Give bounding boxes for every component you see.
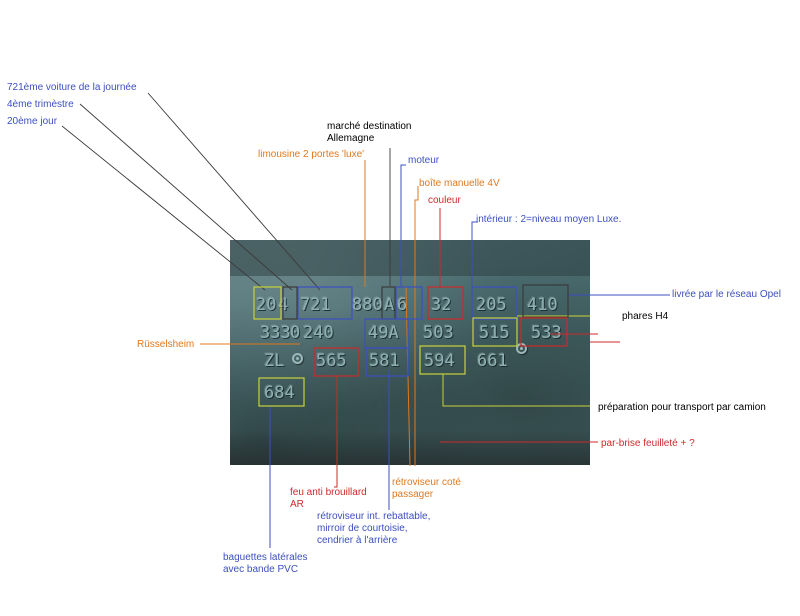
box-headlights [472,317,518,347]
label-mouldings-1: baguettes latérales [223,552,308,563]
label-mirror-1: rétroviseur coté [392,477,461,488]
leader-engine [400,164,406,286]
label-inner-mirror-2: mirroir de courtoisie, [317,523,408,534]
label-mirror-2: passager [392,489,434,500]
code-fog-lamp: 565 [316,351,347,371]
label-gearbox: boîte manuelle 4V [419,178,500,189]
label-fog-lamp-2: AR [290,499,304,510]
leader-day [61,125,266,291]
label-body: limousine 2 portes 'luxe' [258,149,365,160]
code-color: 32 [431,295,452,315]
box-destination [381,286,396,320]
box-fog-lamp [313,347,359,377]
code-zl: ZL [264,351,285,371]
leader-car-of-day [147,92,321,291]
box-engine [395,286,423,320]
leader-fog-lamp [334,376,338,488]
label-truck-transport: préparation pour transport par camion [598,402,766,413]
label-day: 20ème jour [7,116,58,127]
box-windscreen [520,317,568,347]
code-engine: 6 [397,295,408,315]
leader-quarter [79,103,293,291]
code-plant: 333 [260,323,291,343]
label-quarter: 4ème trimèstre [7,99,74,110]
label-plant: Rüsselsheim [137,339,195,350]
id-plate-photo: 20 4 721 880 A 6 32 205 410 333 0 240 49… [230,240,590,465]
code-gearbox: 49A [368,323,399,343]
box-car-of-day [297,286,353,320]
label-inner-mirror-3: cendrier à l'arrière [317,535,398,546]
code-option-0: 0 [290,323,301,343]
box-truck-transport [419,345,466,375]
code-mouldings: 684 [264,383,295,403]
plate-top-band [230,240,590,276]
label-inner-mirror-1: rétroviseur int. rebattable, [317,511,431,522]
leader-truck-transport [442,374,590,407]
box-gearbox [364,318,409,349]
label-interior: intérieur : 2=niveau moyen Luxe. [476,214,622,225]
code-inner-mirror: 581 [369,351,400,371]
label-mouldings-2: avec bande PVC [223,564,299,575]
label-fog-lamp-1: feu anti brouillard [290,487,367,498]
box-opel-network [522,284,569,318]
leader-interior [471,221,478,286]
label-opel-network: livrée par le réseau Opel [672,289,781,300]
box-inner-mirror [365,347,409,377]
label-color: couleur [428,195,461,206]
box-interior [471,286,517,320]
code-windscreen: 533 [531,323,562,343]
code-opel-network: 410 [527,295,558,315]
rivet-left [292,353,303,364]
label-destination: marché destination [327,121,412,132]
code-option-661: 661 [477,351,508,371]
box-mouldings [258,377,305,407]
leader-gearbox [414,186,419,466]
box-quarter [282,286,298,320]
code-day: 20 [256,295,277,315]
label-car-of-day: 721ème voiture de la journée [7,82,137,93]
code-car-of-day: 721 [300,295,331,315]
box-day [253,286,282,320]
code-option-503: 503 [423,323,454,343]
label-windscreen: par-brise feuilleté + ? [601,438,695,449]
label-destination-country: Allemagne [327,133,375,144]
box-color [427,286,464,320]
code-body: 880 [352,295,383,315]
code-option-240: 240 [303,323,334,343]
code-headlights: 515 [479,323,510,343]
code-interior: 205 [476,295,507,315]
label-headlights: phares H4 [622,311,669,322]
code-truck-transport: 594 [424,351,455,371]
label-engine: moteur [408,155,440,166]
code-destination: A [384,295,395,315]
